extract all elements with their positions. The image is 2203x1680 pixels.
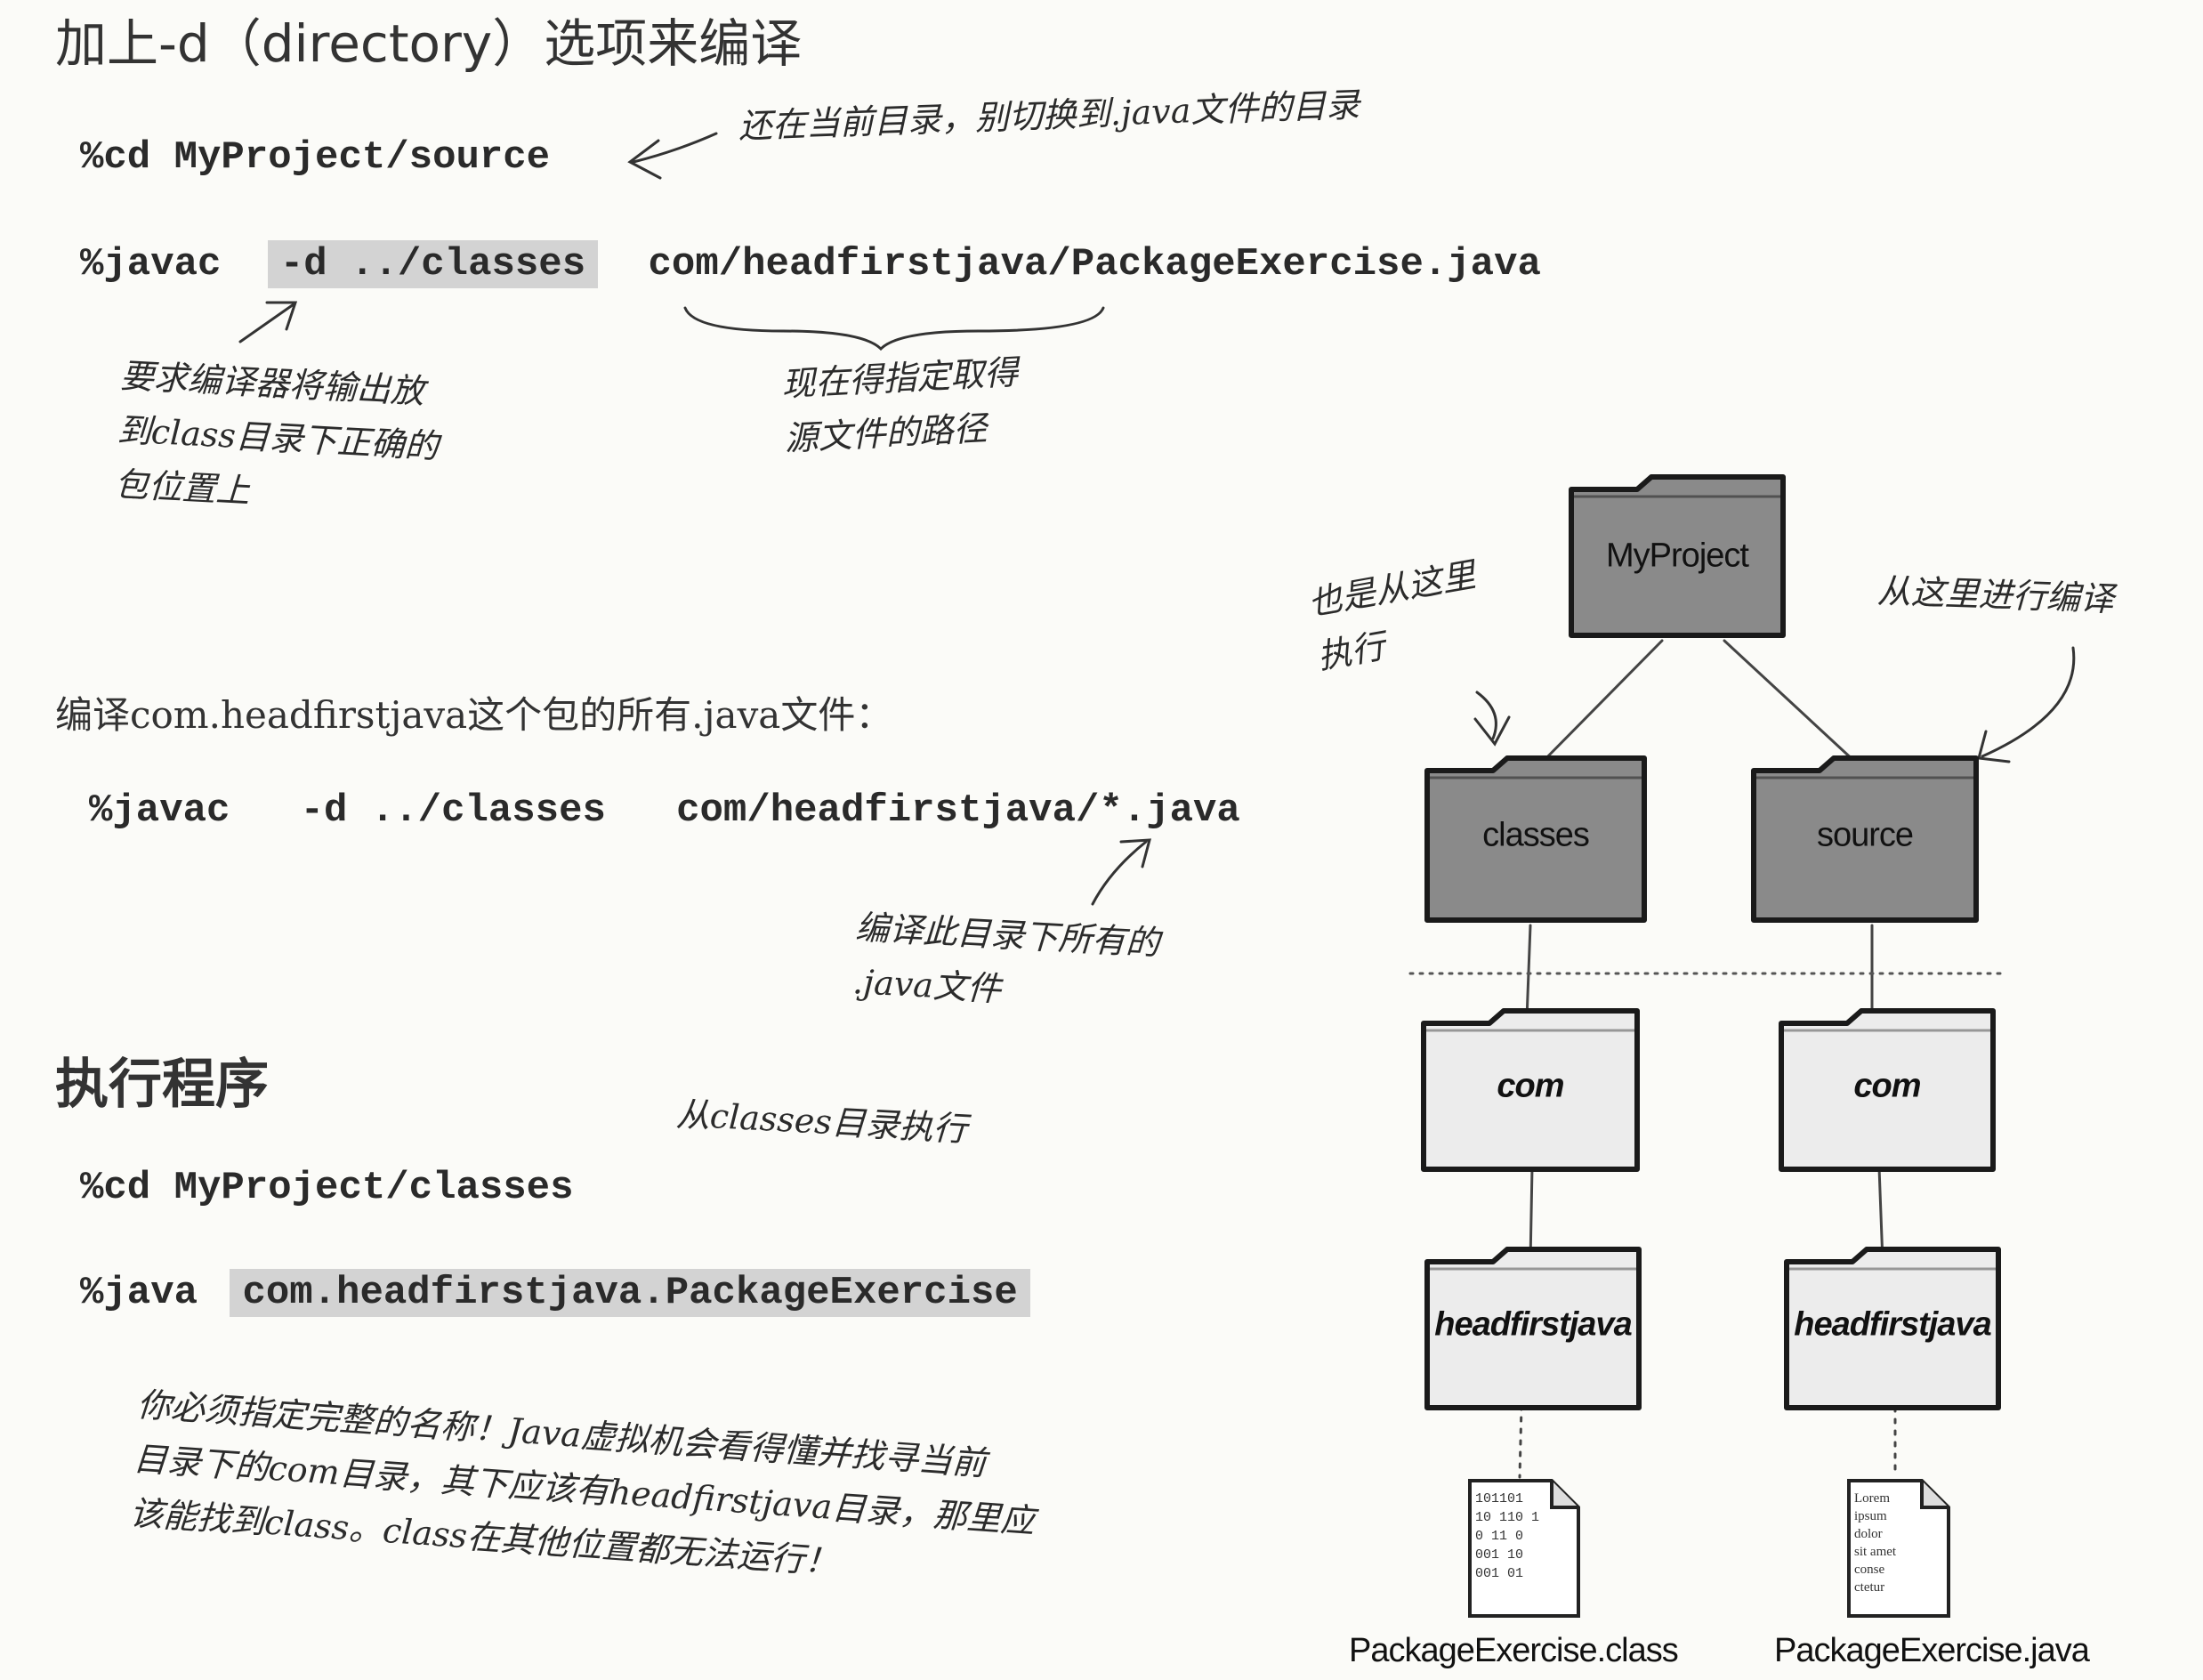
folder-icon — [1424, 755, 1647, 923]
javac-d-flag: -d ../classes — [267, 240, 599, 288]
javac-command: %javac -d ../classes com/headfirstjava/P… — [80, 240, 1541, 288]
cd-classes-command: %cd MyProject/classes — [80, 1166, 574, 1210]
compile-all-intro: 编译com.headfirstjava这个包的所有.java文件： — [55, 693, 893, 737]
folder-icon — [1784, 1247, 2001, 1410]
folder-source: source — [1748, 753, 1981, 925]
cd-source-command: %cd MyProject/source — [80, 135, 551, 180]
java-file: Lorem ipsum dolor sit amet conse ctetur — [1845, 1477, 1952, 1619]
javac-source-path: com/headfirstjava/PackageExercise.java — [648, 242, 1541, 287]
folder-myproject: MyProject — [1566, 472, 1788, 641]
folder-com-right: com — [1776, 1006, 1998, 1175]
document-icon — [1468, 1479, 1580, 1618]
java-file-label: PackageExercise.java — [1774, 1632, 2090, 1669]
compile-here-note: 从这里进行编译 — [1876, 571, 2115, 619]
folder-classes: classes — [1422, 753, 1650, 925]
class-file: 101101 10 110 1 0 11 0 001 10 001 01 — [1466, 1477, 1582, 1619]
javac-wildcard-command: %javac -d ../classes com/headfirstjava/*… — [89, 788, 1240, 833]
java-command: %java com.headfirstjava.PackageExercise — [80, 1269, 1030, 1317]
run-heading: 执行程序 — [55, 1054, 269, 1116]
java-class-name: com.headfirstjava.PackageExercise — [230, 1269, 1030, 1317]
javac-prefix: %javac — [80, 242, 222, 287]
folder-icon — [1424, 1247, 1642, 1410]
folder-headfirstjava-left: headfirstjava — [1422, 1244, 1644, 1413]
folder-icon — [1751, 755, 1979, 923]
folder-icon — [1779, 1008, 1996, 1172]
folder-icon — [1569, 474, 1786, 638]
class-file-label: PackageExercise.class — [1349, 1632, 1679, 1669]
folder-headfirstjava-right: headfirstjava — [1781, 1244, 2004, 1413]
java-file-content: Lorem ipsum dolor sit amet conse ctetur — [1854, 1491, 1897, 1595]
java-prefix: %java — [80, 1271, 198, 1315]
document-icon — [1847, 1479, 1950, 1618]
folder-com-left: com — [1418, 1006, 1642, 1175]
class-file-content: 101101 10 110 1 0 11 0 001 10 001 01 — [1475, 1491, 1540, 1581]
compile-heading: 加上-d（directory）选项来编译 — [55, 13, 803, 74]
folder-icon — [1421, 1008, 1640, 1172]
